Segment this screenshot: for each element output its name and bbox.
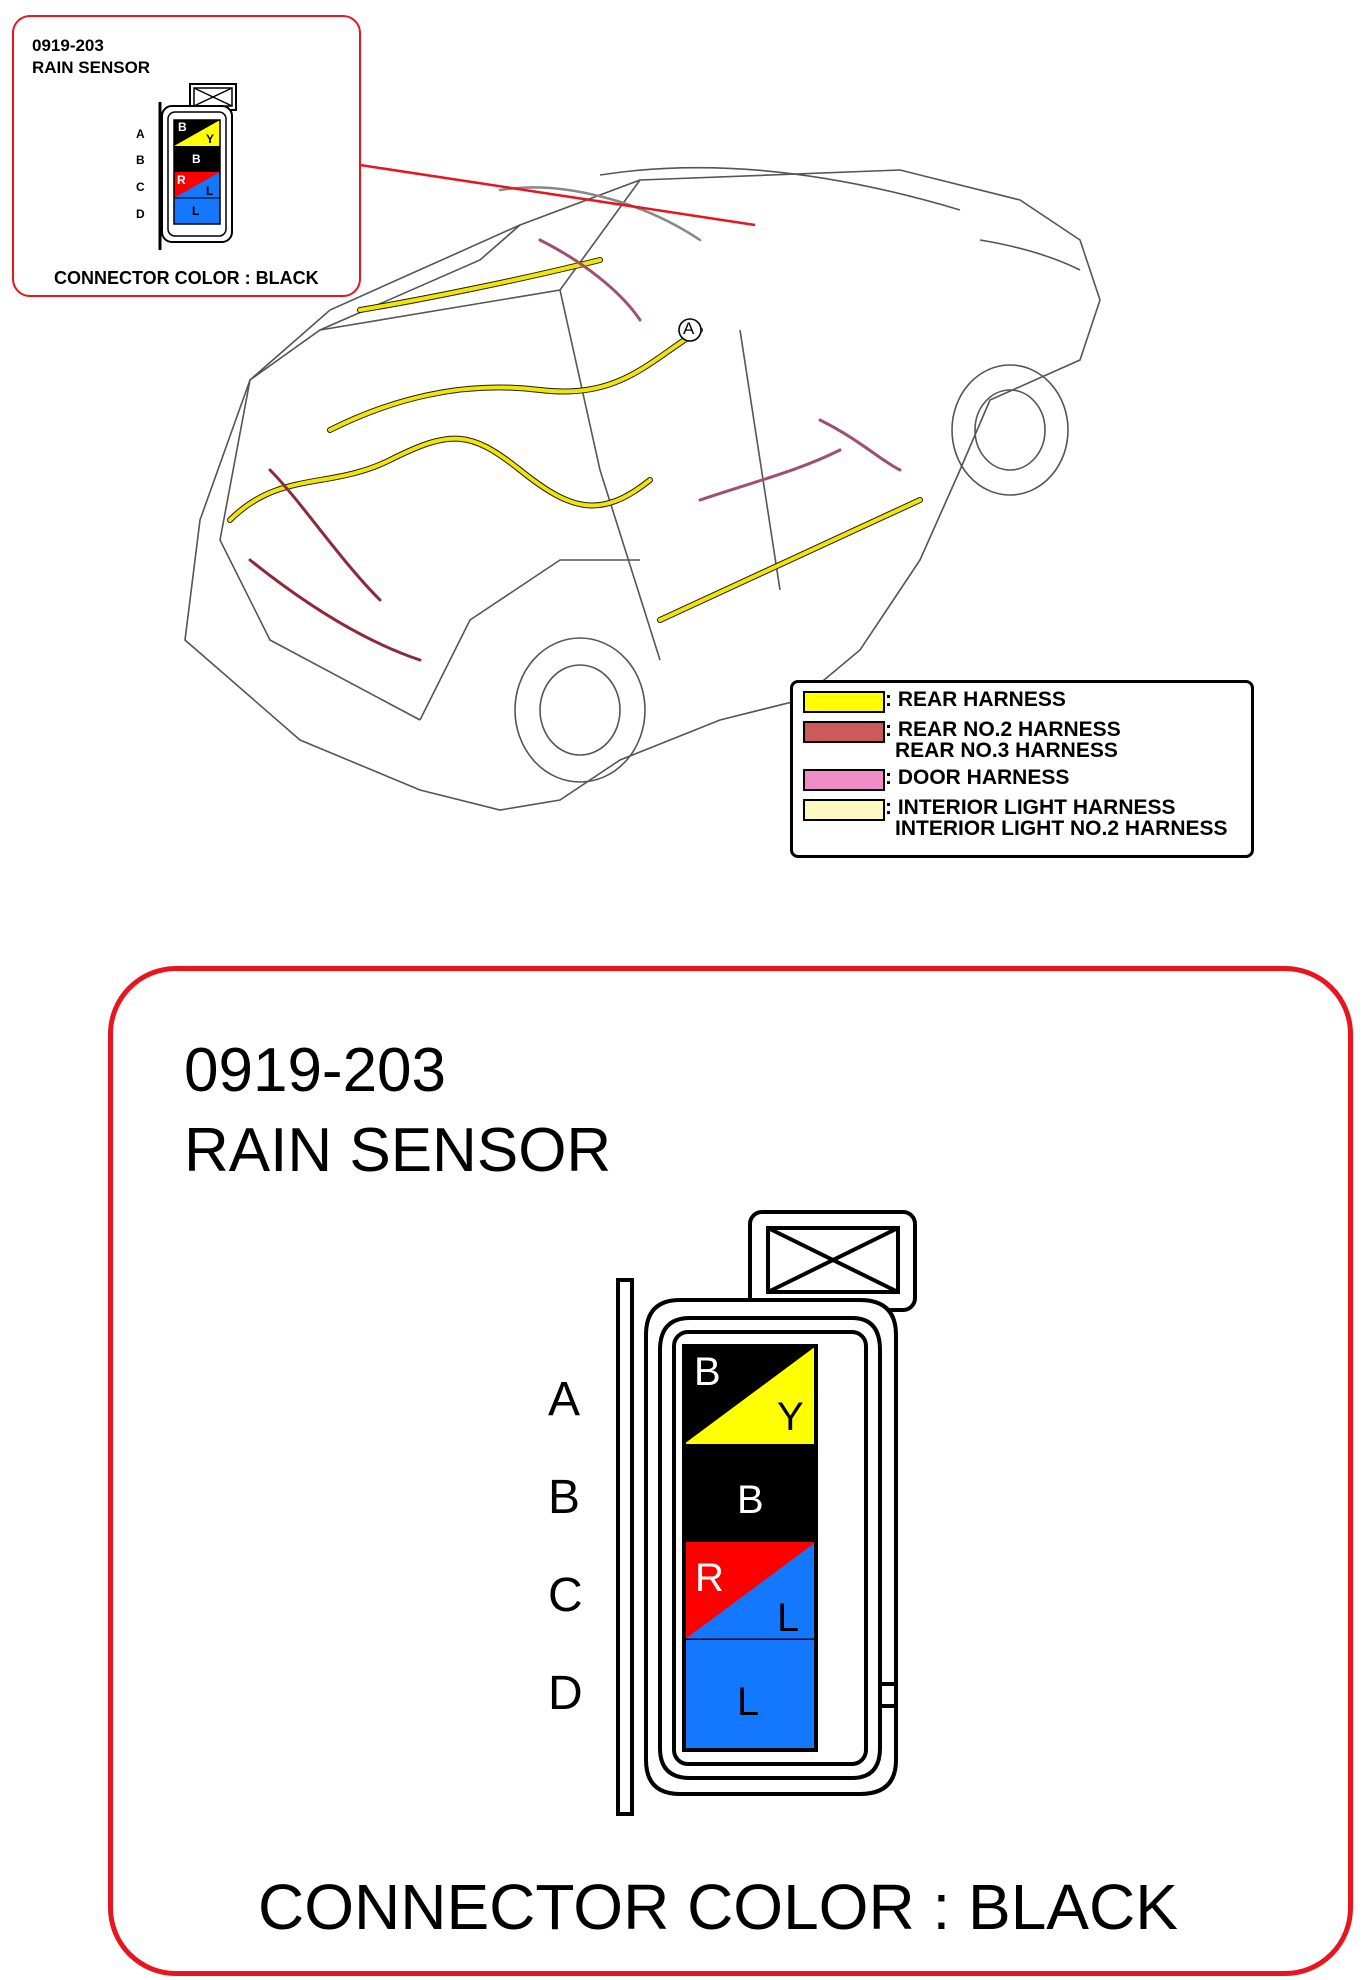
- small-pin-d-wire: L: [192, 204, 200, 218]
- small-pin-label-d: D: [136, 207, 145, 221]
- connector-color-label: CONNECTOR COLOR : BLACK: [258, 1871, 1178, 1943]
- small-pin-label-c: C: [136, 180, 145, 194]
- small-pin-c-wire-1: R: [177, 173, 186, 187]
- pin-c-wire-2: L: [777, 1596, 800, 1640]
- big-callout-box: [108, 966, 1353, 1976]
- small-pin-label-a: A: [136, 127, 145, 141]
- small-pin-a-wire-2: Y: [206, 132, 215, 146]
- legend-swatch-interior-light: [803, 799, 885, 821]
- connector-name: RAIN SENSOR: [184, 1116, 612, 1185]
- legend-swatch-door: [803, 769, 885, 791]
- pin-a-wire-2: Y: [777, 1395, 804, 1439]
- legend-label-rear-no2: : REAR NO.2 HARNESS: [885, 718, 1121, 741]
- small-connector-code: 0919-203: [32, 36, 104, 55]
- pin-label-a: A: [548, 1373, 581, 1426]
- pin-label-c: C: [548, 1569, 583, 1622]
- small-callout-box: [12, 15, 361, 297]
- small-connector-diagram: [158, 83, 237, 250]
- legend-label-rear-no3: REAR NO.3 HARNESS: [895, 739, 1118, 762]
- connector-face-diagram: [616, 1210, 917, 1816]
- connector-code: 0919-203: [184, 1036, 447, 1105]
- legend-label-rear: : REAR HARNESS: [885, 688, 1066, 711]
- pin-b-wire: B: [737, 1478, 764, 1522]
- pin-a-wire-1: B: [694, 1350, 721, 1394]
- small-connector-name: RAIN SENSOR: [32, 58, 151, 77]
- legend-swatch-rear-no2: [803, 721, 885, 743]
- legend-label-interior-light-no2: INTERIOR LIGHT NO.2 HARNESS: [895, 817, 1228, 840]
- pin-c-wire-1: R: [695, 1556, 724, 1600]
- pin-label-b: B: [548, 1471, 581, 1524]
- small-connector-color: CONNECTOR COLOR : BLACK: [54, 268, 319, 288]
- location-marker-label: A: [683, 319, 695, 338]
- harness-legend: : REAR HARNESS : REAR NO.2 HARNESS REAR …: [790, 680, 1254, 858]
- small-pin-c-wire-2: L: [206, 184, 214, 198]
- legend-label-door: : DOOR HARNESS: [885, 766, 1070, 789]
- vehicle-harness-illustration: [184, 163, 1101, 811]
- legend-label-interior-light: : INTERIOR LIGHT HARNESS: [885, 796, 1176, 819]
- pin-d-wire: L: [737, 1680, 760, 1724]
- small-pin-label-b: B: [136, 153, 145, 167]
- legend-swatch-rear: [803, 691, 885, 713]
- small-pin-b-wire: B: [192, 152, 201, 166]
- small-pin-a-wire-1: B: [178, 120, 187, 134]
- pin-label-d: D: [548, 1667, 583, 1720]
